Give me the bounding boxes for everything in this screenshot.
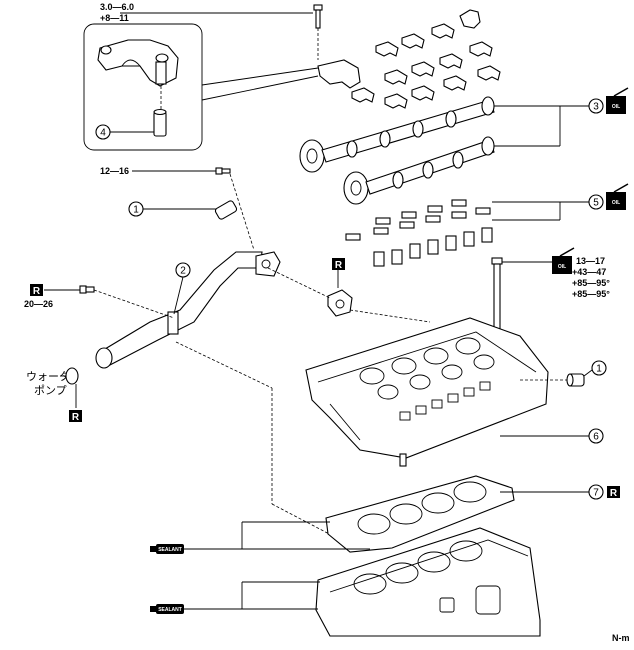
cylinder-head [305,317,549,467]
replace-part-badge: R [30,284,43,297]
svg-text:R: R [610,488,618,499]
pipe-union-right [566,373,585,387]
svg-text:OIL: OIL [612,104,620,110]
svg-text:1: 1 [596,364,602,375]
head-bolt-torque-4: +85—95° [572,289,610,299]
oil-can-icon: OIL [606,87,629,114]
replace-part-badge: R [607,486,620,499]
detail-inset [83,23,319,151]
head-bolt-torque-3: +85—95° [572,278,610,288]
pipe-bolt-left [79,285,95,294]
replace-part-badge: R [69,410,82,423]
head-bolt-torque-1: 13—17 [576,256,605,266]
oil-can-icon: OIL [552,247,575,274]
camshaft-upper [299,96,495,173]
pipe-bolt-upper-torque: 12—16 [100,166,129,176]
callout-3: 3 [588,98,604,114]
svg-text:1: 1 [133,205,139,216]
svg-text:OIL: OIL [612,200,620,206]
camshaft-caps [317,9,501,109]
head-bolt [491,257,503,337]
head-bolt-torque-2: +43—47 [572,267,606,277]
o-ring [65,367,79,385]
svg-text:SEALANT: SEALANT [158,547,182,553]
pipe-gasket [327,289,353,317]
sealant-tube-icon: SEALANT [150,544,196,554]
svg-text:R: R [72,412,80,423]
callout-1-left: 1 [128,201,144,217]
pipe-union [214,200,238,220]
callout-1-right: 1 [591,360,607,376]
callout-5: 5 [588,194,604,210]
sealant-tube-icon: SEALANT [150,604,196,614]
svg-text:5: 5 [593,198,599,209]
svg-text:2: 2 [180,266,186,277]
callout-6: 6 [588,428,604,444]
hla-followers [345,199,493,267]
svg-text:4: 4 [100,128,106,139]
cylinder-block [315,527,541,637]
callout-2: 2 [175,262,191,278]
bracket-bolt [120,4,323,60]
svg-text:OIL: OIL [558,264,566,270]
svg-text:6: 6 [593,432,599,443]
bracket-bolt-torque-1: 3.0—6.0 [100,2,134,12]
water-pipe [95,251,281,369]
bracket-bolt-torque-2: +8—11 [100,13,129,23]
callout-4: 4 [95,124,111,140]
svg-text:R: R [335,260,343,271]
svg-text:SEALANT: SEALANT [158,607,182,613]
pipe-bolt-upper [215,167,231,175]
camshaft-lower [343,136,495,205]
callout-7: 7 [588,484,604,500]
water-pump-label-2: ポンプ [34,384,67,397]
svg-text:7: 7 [593,488,599,499]
svg-text:R: R [33,286,41,297]
svg-text:3: 3 [593,102,599,113]
oil-can-icon: OIL [606,183,629,210]
figure-code: N-m [612,633,630,643]
replace-part-badge: R [332,258,345,271]
pipe-bolt-left-torque: 20—26 [24,299,53,309]
head-gasket [325,475,515,553]
water-pump-label-1: ウォータ [26,370,70,383]
